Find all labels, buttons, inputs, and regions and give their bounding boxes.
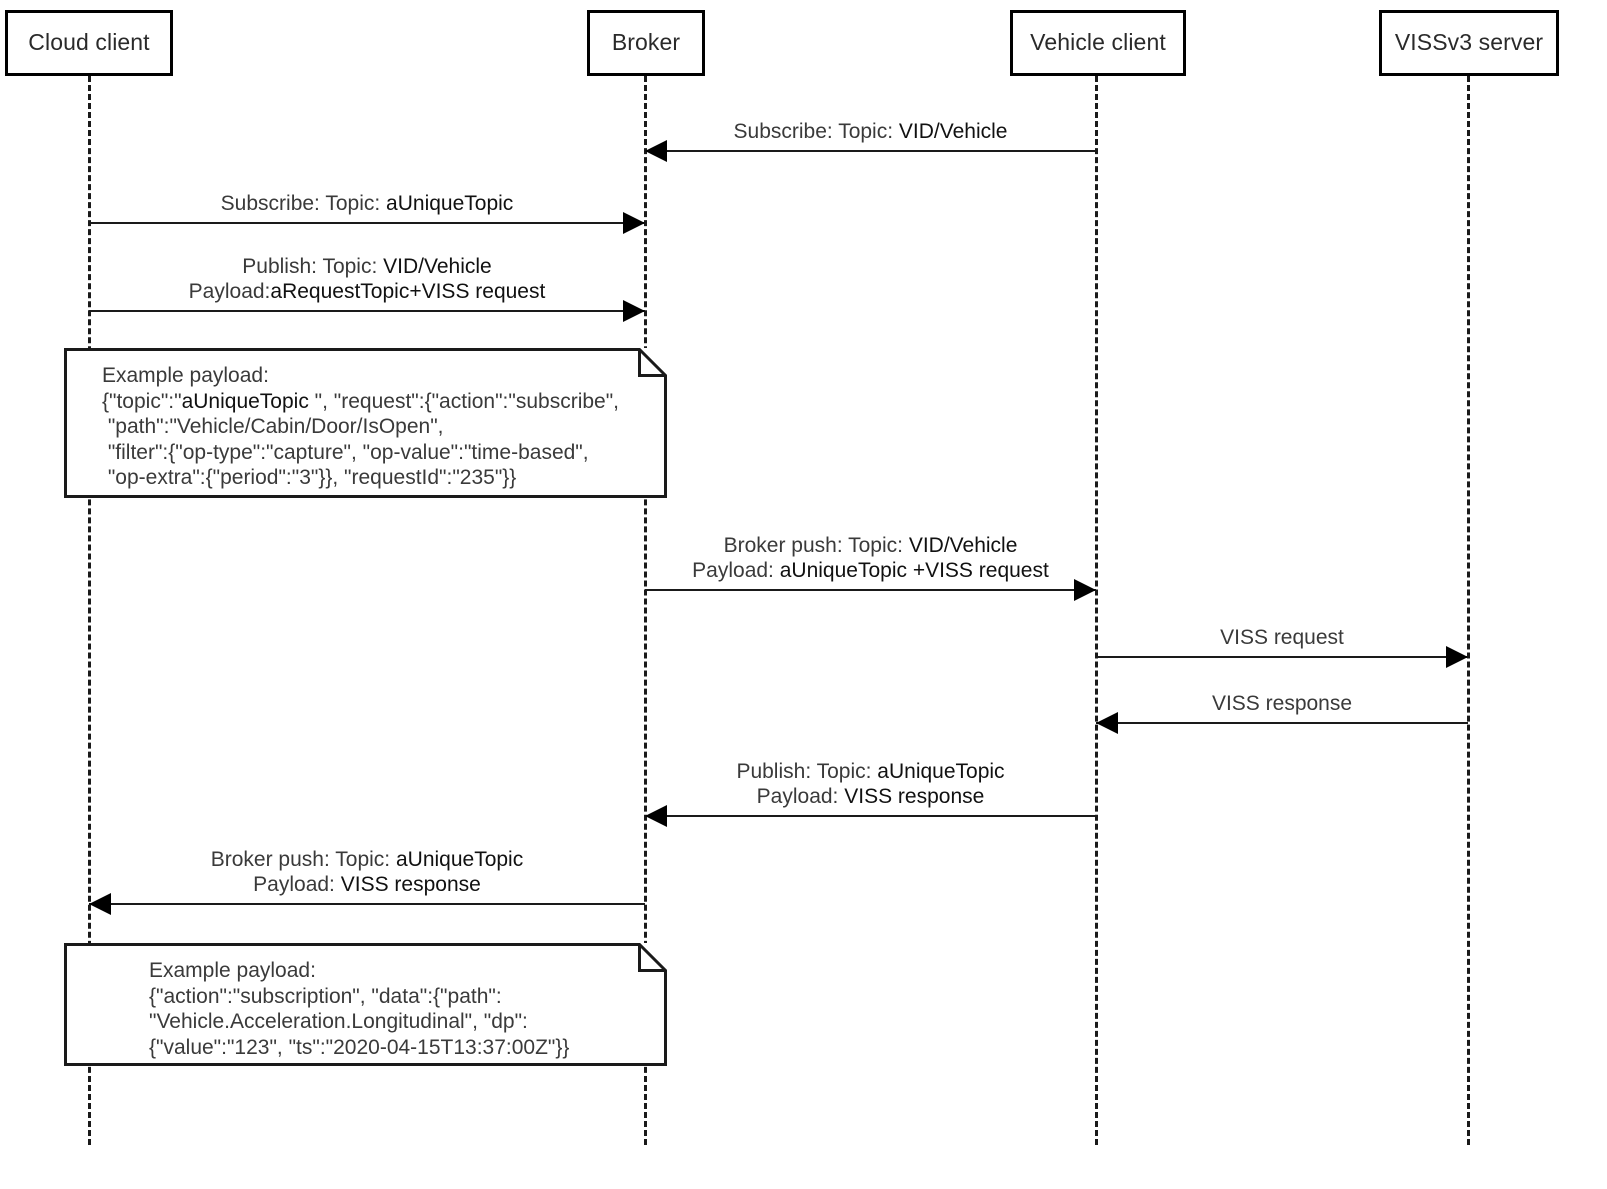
- note-line-pre: "Vehicle.Acceleration.Longitudinal", "dp…: [149, 1010, 528, 1033]
- actor-label-cloud-client: Cloud client: [28, 29, 150, 56]
- note-payload-line: "filter":{"op-type":"capture", "op-value…: [102, 440, 619, 466]
- message-label-line: Publish: Topic: aUniqueTopic: [645, 759, 1096, 784]
- message-label-value: aUniqueTopic: [877, 760, 1005, 783]
- arrow-head-right-icon: [1074, 579, 1096, 601]
- lifeline-broker: [644, 76, 647, 1145]
- note-line-pre: "filter":{"op-type":"capture", "op-value…: [102, 440, 589, 464]
- message-label-prefix: Payload:: [253, 873, 341, 896]
- message-line-publish-aUniqueTopic: [645, 815, 1096, 817]
- message-label-value: aUniqueTopic: [386, 192, 514, 215]
- note-line-pre: {"action":"subscription", "data":{"path"…: [149, 984, 502, 1008]
- message-label-viss-request: VISS request: [1096, 625, 1468, 650]
- message-label-prefix: VISS response: [1211, 692, 1353, 715]
- note-payload-line: {"action":"subscription", "data":{"path"…: [149, 984, 569, 1010]
- note-shape-folded-corner-icon: [64, 348, 667, 498]
- actor-label-vissv3-server: VISSv3 server: [1394, 29, 1544, 56]
- message-label-value: aUniqueTopic: [395, 848, 524, 871]
- lifeline-vissv3-server: [1467, 76, 1470, 1145]
- lifeline-vehicle-client: [1095, 76, 1098, 1145]
- message-label-line: Subscribe: Topic: aUniqueTopic: [89, 191, 645, 216]
- note-text: Example payload:{"action":"subscription"…: [149, 958, 569, 1060]
- note-payload-line: {"topic":"aUniqueTopic ", "request":{"ac…: [102, 389, 619, 415]
- message-line-viss-request: [1096, 656, 1468, 658]
- arrow-head-right-icon: [623, 212, 645, 234]
- message-label-prefix: Broker push: Topic:: [210, 848, 396, 871]
- message-line-subscribe-aUniqueTopic: [89, 222, 645, 224]
- message-label-line: Payload: aUniqueTopic +VISS request: [645, 558, 1096, 583]
- message-label-viss-response: VISS response: [1096, 691, 1468, 716]
- actor-label-vehicle-client: Vehicle client: [1030, 29, 1166, 56]
- message-label-prefix: Subscribe: Topic:: [733, 120, 899, 143]
- actor-label-broker: Broker: [611, 29, 681, 56]
- message-label-value: aUniqueTopic +VISS request: [779, 559, 1049, 582]
- message-label-value: VID/Vehicle: [898, 120, 1008, 143]
- note-line-pre: {"topic":": [102, 389, 182, 413]
- message-label-value: VID/Vehicle: [383, 255, 492, 278]
- message-label-line: Payload:aRequestTopic+VISS request: [89, 279, 645, 304]
- message-label-value: aRequestTopic+VISS request: [270, 280, 546, 303]
- actor-box-broker[interactable]: Broker: [587, 10, 705, 76]
- message-label-line: VISS request: [1096, 625, 1468, 650]
- note-payload-line: {"value":"123", "ts":"2020-04-15T13:37:0…: [149, 1035, 569, 1061]
- message-line-publish-vid-vehicle: [89, 310, 645, 312]
- message-label-prefix: Subscribe: Topic:: [220, 192, 387, 215]
- message-label-line: Publish: Topic: VID/Vehicle: [89, 254, 645, 279]
- message-label-line: Payload: VISS response: [89, 872, 645, 897]
- actor-box-cloud-client[interactable]: Cloud client: [5, 10, 173, 76]
- message-label-prefix: Publish: Topic:: [736, 760, 878, 783]
- message-label-value: VISS response: [844, 785, 985, 808]
- note-line-pre: "path":"Vehicle/Cabin/Door/IsOpen",: [102, 415, 444, 438]
- actor-box-vissv3-server[interactable]: VISSv3 server: [1379, 10, 1559, 76]
- message-label-prefix: VISS request: [1220, 626, 1344, 649]
- note-line-post: ", "request":{"action":"subscribe",: [308, 389, 620, 413]
- note-payload-line: "Vehicle.Acceleration.Longitudinal", "dp…: [149, 1009, 569, 1035]
- lifeline-cloud-client: [88, 76, 91, 1145]
- message-label-line: Broker push: Topic: aUniqueTopic: [89, 847, 645, 872]
- arrow-head-left-icon: [645, 140, 667, 162]
- arrow-head-left-icon: [645, 805, 667, 827]
- message-label-line: Payload: VISS response: [645, 784, 1096, 809]
- arrow-head-right-icon: [1446, 646, 1468, 668]
- note-title: Example payload:: [149, 959, 316, 982]
- message-label-line: Broker push: Topic: VID/Vehicle: [645, 533, 1096, 558]
- message-label-value: VID/Vehicle: [908, 534, 1018, 557]
- message-label-subscribe-aUniqueTopic: Subscribe: Topic: aUniqueTopic: [89, 191, 645, 216]
- note-line-pre: {"value":"123", "ts":"2020-04-15T13:37:0…: [149, 1035, 570, 1059]
- note-line-highlight: aUniqueTopic: [181, 389, 309, 413]
- note-payload-line: "path":"Vehicle/Cabin/Door/IsOpen",: [102, 414, 619, 440]
- arrow-head-left-icon: [89, 893, 111, 915]
- note-payload-line: "op-extra":{"period":"3"}}, "requestId":…: [102, 465, 619, 491]
- message-label-value: VISS response: [340, 873, 481, 896]
- arrow-head-right-icon: [623, 300, 645, 322]
- message-label-prefix: Publish: Topic:: [242, 255, 384, 278]
- message-label-prefix: Payload:: [756, 785, 845, 808]
- arrow-head-left-icon: [1096, 712, 1118, 734]
- actor-box-vehicle-client[interactable]: Vehicle client: [1010, 10, 1186, 76]
- message-line-broker-push-aUniqueTopic: [89, 903, 645, 905]
- message-label-prefix: Broker push: Topic:: [723, 534, 909, 557]
- note-response-payload: Example payload:{"action":"subscription"…: [64, 943, 667, 1066]
- message-label-prefix: Payload:: [692, 559, 780, 582]
- message-label-subscribe-vid-vehicle: Subscribe: Topic: VID/Vehicle: [645, 119, 1096, 144]
- message-label-line: Subscribe: Topic: VID/Vehicle: [645, 119, 1096, 144]
- note-line-pre: "op-extra":{"period":"3"}}, "requestId":…: [102, 466, 517, 489]
- message-label-line: VISS response: [1096, 691, 1468, 716]
- note-text: Example payload:{"topic":"aUniqueTopic "…: [102, 363, 619, 491]
- note-request-payload: Example payload:{"topic":"aUniqueTopic "…: [64, 348, 667, 498]
- note-shape-folded-corner-icon: [64, 943, 667, 1066]
- message-line-viss-response: [1096, 722, 1468, 724]
- message-line-subscribe-vid-vehicle: [645, 150, 1096, 152]
- message-label-prefix: Payload:: [188, 280, 271, 303]
- message-line-broker-push-vid-vehicle: [645, 589, 1096, 591]
- note-title: Example payload:: [102, 364, 269, 387]
